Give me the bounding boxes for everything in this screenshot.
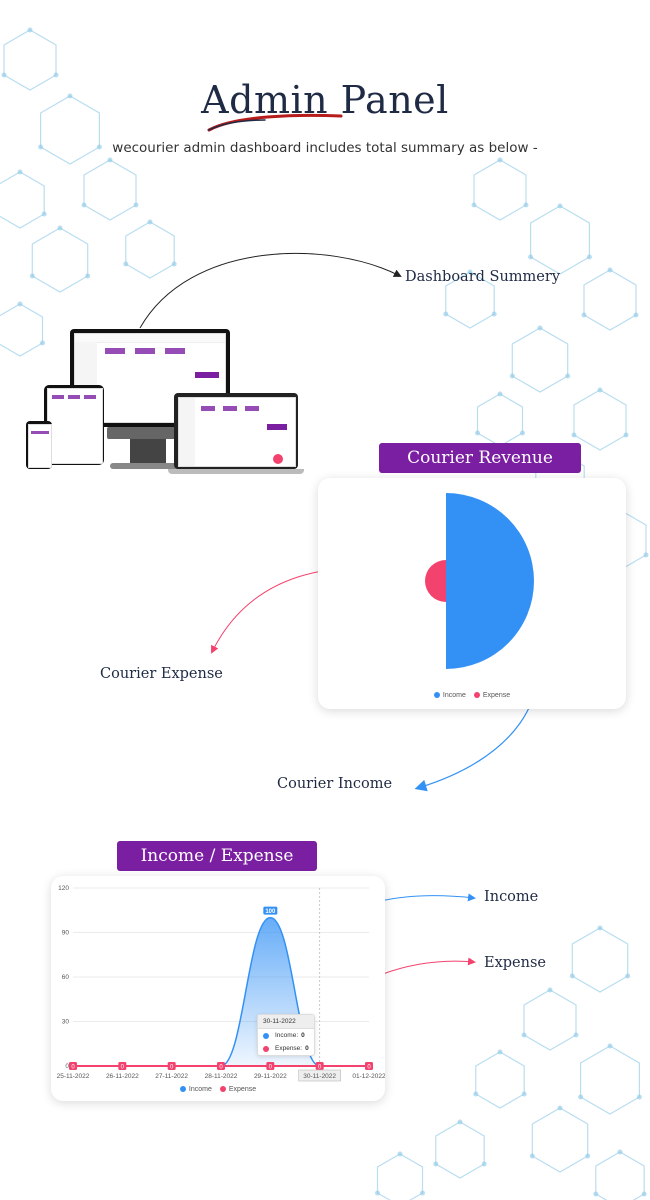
- income-area: [73, 917, 369, 1066]
- tablet: [44, 385, 104, 465]
- expense-dot-icon: [219, 1086, 226, 1093]
- expense-dot-icon: [263, 1045, 269, 1052]
- courier-revenue-card: Income Expense: [318, 478, 626, 709]
- expense-data-label-bg: [167, 1062, 176, 1070]
- page-subtitle: wecourier admin dashboard includes total…: [112, 140, 538, 156]
- laptop: [174, 393, 298, 469]
- income-series-line[interactable]: [72, 916, 369, 1067]
- title-underline-swoosh: [207, 113, 343, 132]
- expense-data-label: 0: [121, 1064, 125, 1070]
- income-expense-legend: Income Expense: [151, 1086, 285, 1093]
- pie-slice-income[interactable]: [446, 493, 534, 669]
- income-data-label: 100: [265, 909, 276, 915]
- phone: [26, 421, 52, 469]
- expense-data-label-bg: [118, 1062, 127, 1070]
- x-tick-label: 28-11-2022: [205, 1073, 238, 1080]
- devices-mockup: [22, 325, 312, 505]
- y-tick-label: 120: [58, 885, 69, 892]
- income-dot-icon: [433, 692, 440, 699]
- expense-data-label: 0: [170, 1064, 174, 1070]
- expense-data-label: 0: [269, 1064, 273, 1070]
- tooltip-date: 30-11-2022: [258, 1015, 314, 1029]
- chart-tooltip: 30-11-2022 Income: 0 Expense: 0: [257, 1014, 315, 1056]
- courier-revenue-banner: Courier Revenue: [379, 443, 581, 473]
- legend-expense[interactable]: Expense: [473, 692, 510, 699]
- expense-data-label-bg: [266, 1062, 275, 1070]
- callout-expense: Expense: [484, 955, 546, 971]
- expense-data-label: 0: [367, 1064, 371, 1070]
- x-tick-label: 30-11-2022: [303, 1073, 336, 1080]
- x-tick-label: 29-11-2022: [254, 1073, 287, 1080]
- legend-income[interactable]: Income: [179, 1086, 212, 1093]
- callout-courier-expense: Courier Expense: [100, 666, 223, 682]
- expense-data-label: 0: [71, 1064, 75, 1070]
- expense-data-label: 0: [318, 1064, 322, 1070]
- expense-data-label-bg: [69, 1062, 77, 1070]
- expense-data-label-bg: [217, 1062, 225, 1070]
- callout-income: Income: [484, 889, 539, 905]
- revenue-pie-chart: [425, 493, 534, 669]
- revenue-legend: Income Expense: [414, 692, 530, 699]
- income-expense-banner: Income / Expense: [117, 841, 317, 871]
- income-dot-icon: [179, 1086, 186, 1093]
- x-tick-label: 27-11-2022: [155, 1073, 188, 1080]
- callout-courier-income: Courier Income: [277, 776, 393, 792]
- pie-slice-expense[interactable]: [425, 560, 446, 602]
- tooltip-income-row: Income: 0: [258, 1029, 314, 1042]
- expense-data-label: 0: [219, 1064, 223, 1070]
- x-tick-label: 26-11-2022: [106, 1073, 139, 1080]
- x-tick-highlight: [298, 1069, 341, 1082]
- y-tick-label: 30: [62, 1019, 70, 1026]
- x-tick-label: 01-12-2022: [352, 1073, 385, 1080]
- callout-dashboard-summary: Dashboard Summery: [405, 269, 561, 285]
- y-tick-label: 90: [62, 930, 70, 937]
- y-tick-label: 0: [65, 1063, 69, 1070]
- y-tick-label: 60: [62, 974, 70, 981]
- legend-income[interactable]: Income: [433, 692, 466, 699]
- income-dot-icon: [263, 1032, 269, 1039]
- income-data-label-bg: [263, 906, 278, 915]
- expense-dot-icon: [473, 692, 480, 699]
- legend-expense[interactable]: Expense: [219, 1086, 256, 1093]
- expense-data-label-bg: [315, 1062, 324, 1070]
- tooltip-expense-row: Expense: 0: [258, 1042, 314, 1055]
- x-tick-label: 25-11-2022: [57, 1073, 90, 1080]
- expense-data-label-bg: [365, 1062, 373, 1070]
